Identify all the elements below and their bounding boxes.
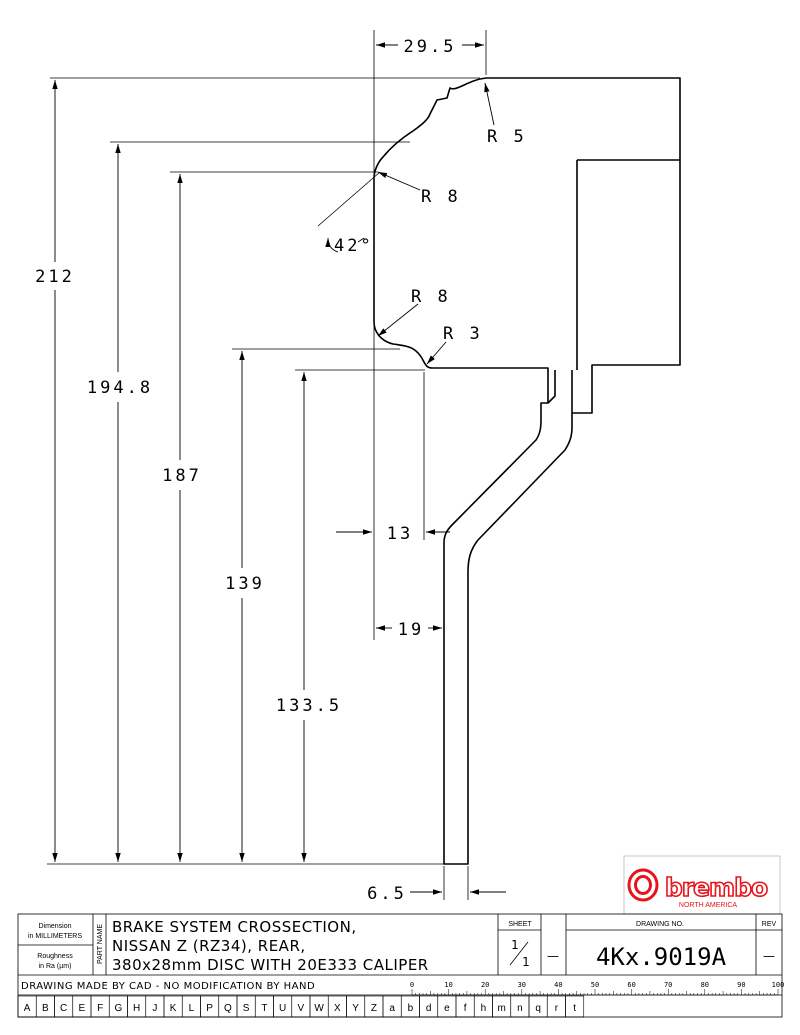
ruler-label: 10 bbox=[444, 981, 452, 989]
dim-19: 19 bbox=[398, 620, 424, 640]
ruler-label: 40 bbox=[554, 981, 562, 989]
dim-angle-42: 42° bbox=[334, 236, 374, 256]
letter-label: r bbox=[555, 1003, 559, 1014]
dim-r3: R 3 bbox=[443, 324, 483, 344]
letter-label: G bbox=[114, 1003, 122, 1014]
letter-label: h bbox=[481, 1003, 487, 1014]
letter-label: F bbox=[97, 1003, 103, 1014]
letter-label: b bbox=[408, 1003, 414, 1014]
ruler-label: 80 bbox=[701, 981, 709, 989]
letter-cell bbox=[565, 995, 585, 1018]
letter-label: W bbox=[314, 1003, 324, 1014]
letter-label: H bbox=[133, 1003, 140, 1014]
ruler-label: 30 bbox=[518, 981, 526, 989]
sheet-total: 1 bbox=[522, 955, 530, 969]
dim-133-5: 133.5 bbox=[276, 696, 342, 716]
letter-label: d bbox=[426, 1003, 432, 1014]
brembo-wordmark: brembo bbox=[665, 873, 768, 902]
rev-value: — bbox=[763, 949, 775, 963]
title-line-3: 380x28mm DISC WITH 20E333 CALIPER bbox=[112, 956, 429, 974]
drawing-number: 4Kx.9019A bbox=[596, 943, 727, 971]
ruler-label: 0 bbox=[410, 981, 414, 989]
dim-187: 187 bbox=[162, 466, 202, 486]
letter-label: K bbox=[170, 1003, 177, 1014]
letter-label: a bbox=[389, 1003, 395, 1014]
letter-label: B bbox=[42, 1003, 49, 1014]
inner-step bbox=[547, 370, 556, 404]
ruler-label: 50 bbox=[591, 981, 599, 989]
letter-label: J bbox=[152, 1003, 157, 1014]
ruler-label: 70 bbox=[664, 981, 672, 989]
brembo-mark-icon bbox=[627, 868, 659, 902]
roughness-label-1: Roughness bbox=[37, 953, 73, 960]
scale-ruler: 0 10 20 30 40 50 60 70 80 90 100 bbox=[410, 981, 785, 996]
dim-194-8: 194.8 bbox=[87, 378, 153, 398]
drawing-no-label: DRAWING NO. bbox=[636, 921, 684, 928]
letter-label: A bbox=[24, 1003, 31, 1014]
dim-6-5: 6.5 bbox=[367, 884, 407, 904]
ruler-label: 90 bbox=[737, 981, 745, 989]
roughness-label-2: in Ra (µm) bbox=[39, 963, 72, 970]
letter-label: U bbox=[279, 1003, 286, 1014]
dim-139: 139 bbox=[225, 574, 265, 594]
ruler-label: 20 bbox=[481, 981, 489, 989]
title-block-text: Dimension in MILLIMETERS Roughness in Ra… bbox=[21, 918, 777, 992]
dimension-label-2: in MILLIMETERS bbox=[28, 933, 82, 940]
ruler-label: 100 bbox=[772, 981, 785, 989]
part-name-label: PART NAME bbox=[97, 924, 104, 964]
dimension-lines bbox=[52, 42, 506, 895]
caliper-block bbox=[576, 159, 680, 370]
letter-label: P bbox=[206, 1003, 213, 1014]
letter-label: f bbox=[464, 1003, 467, 1014]
cad-note: DRAWING MADE BY CAD - NO MODIFICATION BY… bbox=[21, 981, 315, 992]
title-block bbox=[17, 913, 783, 1018]
sheet-dash: — bbox=[547, 949, 559, 963]
dim-r5: R 5 bbox=[487, 127, 527, 147]
dim-r8-lower: R 8 bbox=[411, 287, 451, 307]
disc-hat-outline bbox=[373, 77, 681, 865]
title-line-2: NISSAN Z (RZ34), REAR, bbox=[112, 937, 306, 955]
dim-29-5: 29.5 bbox=[404, 37, 457, 57]
dim-212: 212 bbox=[35, 267, 75, 287]
letter-label: m bbox=[497, 1003, 505, 1014]
brembo-logo: brembo NORTH AMERICA bbox=[623, 855, 781, 915]
letter-label: Z bbox=[371, 1003, 377, 1014]
dim-13: 13 bbox=[387, 524, 413, 544]
letter-label: n bbox=[517, 1003, 523, 1014]
brembo-subtitle: NORTH AMERICA bbox=[679, 902, 738, 909]
crosssection-profile bbox=[373, 77, 681, 865]
letter-label: E bbox=[79, 1003, 86, 1014]
ruler-label: 60 bbox=[627, 981, 635, 989]
sheet-label: SHEET bbox=[508, 921, 532, 928]
letter-label: L bbox=[189, 1003, 195, 1014]
rev-label: REV bbox=[762, 921, 777, 928]
letter-label: S bbox=[243, 1003, 250, 1014]
dimension-labels: 29.5 R 5 R 8 42° 212 R 8 R 3 194.8 187 1… bbox=[35, 37, 527, 904]
letter-label: X bbox=[334, 1003, 341, 1014]
letter-label: q bbox=[535, 1003, 541, 1014]
letter-label: V bbox=[298, 1003, 305, 1014]
extension-lines bbox=[47, 30, 487, 900]
letter-label: Y bbox=[352, 1003, 359, 1014]
sheet-number: 1 bbox=[511, 938, 519, 952]
dim-r8-upper: R 8 bbox=[421, 187, 461, 207]
letter-label: t bbox=[573, 1003, 576, 1014]
letter-label: Q bbox=[224, 1003, 232, 1014]
letter-label: T bbox=[261, 1003, 267, 1014]
title-line-1: BRAKE SYSTEM CROSSECTION, bbox=[112, 918, 357, 936]
letter-label: C bbox=[60, 1003, 67, 1014]
letter-label: e bbox=[444, 1003, 450, 1014]
dimension-label-1: Dimension bbox=[38, 923, 71, 930]
